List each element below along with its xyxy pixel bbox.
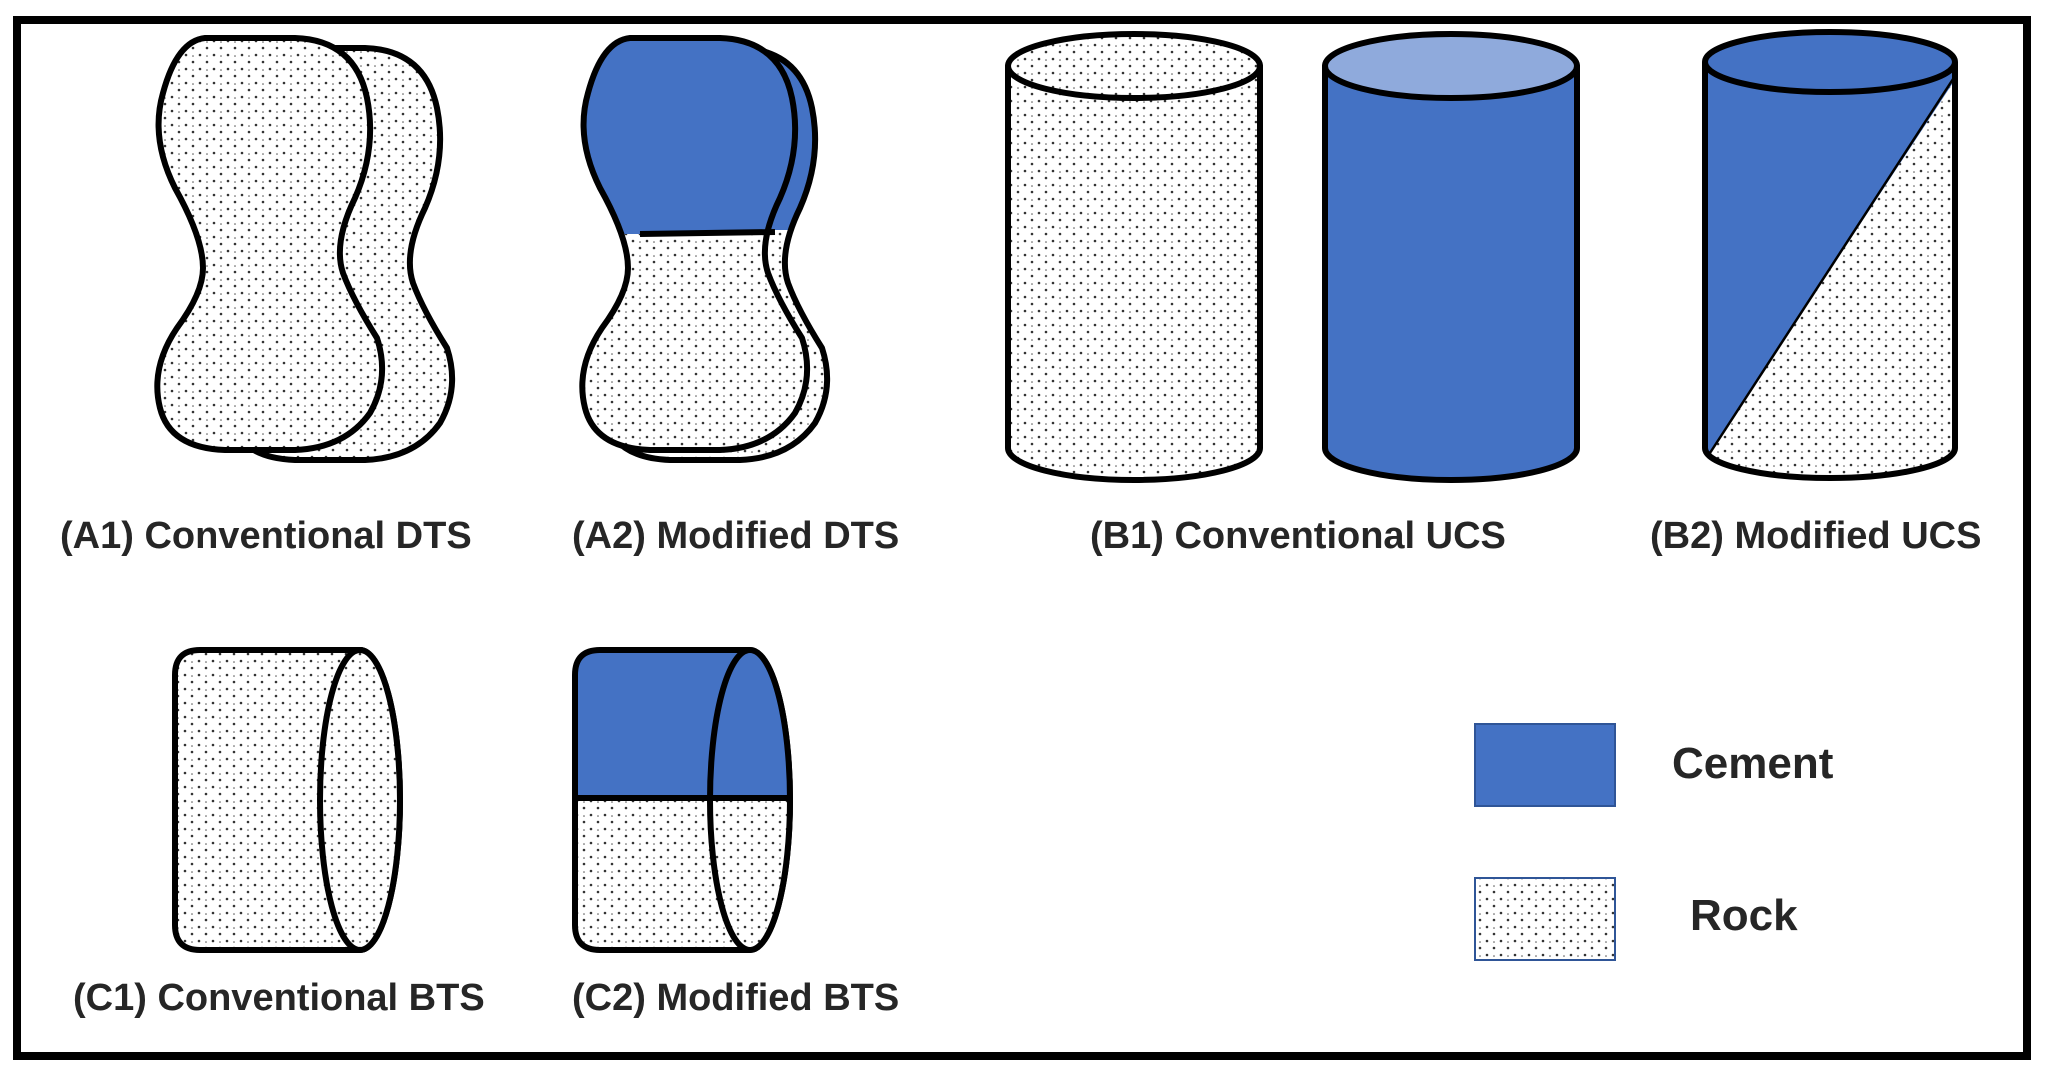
label-b1: (B1) Conventional UCS [1090, 515, 1506, 557]
legend: Cement Rock [1474, 723, 1834, 961]
legend-rock-swatch [1474, 877, 1616, 961]
b1-rock-cylinder [1005, 31, 1263, 483]
label-c2: (C2) Modified BTS [572, 977, 899, 1019]
a2-modified-dts-specimen [560, 20, 880, 494]
label-a1: (A1) Conventional DTS [60, 515, 472, 557]
a2-front-fill [582, 38, 808, 450]
label-a2: (A2) Modified DTS [572, 515, 899, 557]
label-b2: (B2) Modified UCS [1650, 515, 1981, 557]
a2-interface-line [639, 229, 776, 237]
outer-frame [13, 16, 2031, 1060]
legend-cement-swatch [1474, 723, 1616, 807]
c2-modified-bts-specimen [572, 647, 793, 953]
c1-conventional-bts-specimen [172, 647, 403, 953]
b2-diagonal-interface [1706, 75, 1957, 457]
b1-rock-cylinder-top [1005, 31, 1263, 101]
b2-modified-ucs-specimen [1702, 29, 1958, 481]
b2-top-face [1702, 29, 1958, 95]
c1-disc-face [317, 647, 403, 953]
label-c1: (C1) Conventional BTS [73, 977, 485, 1019]
legend-rock-label: Rock [1690, 891, 1798, 940]
b1-cement-cylinder [1322, 31, 1580, 483]
legend-cement-label: Cement [1672, 739, 1834, 788]
b1-cement-cylinder-top [1322, 31, 1580, 101]
a1-conventional-dts-specimen [157, 38, 452, 460]
